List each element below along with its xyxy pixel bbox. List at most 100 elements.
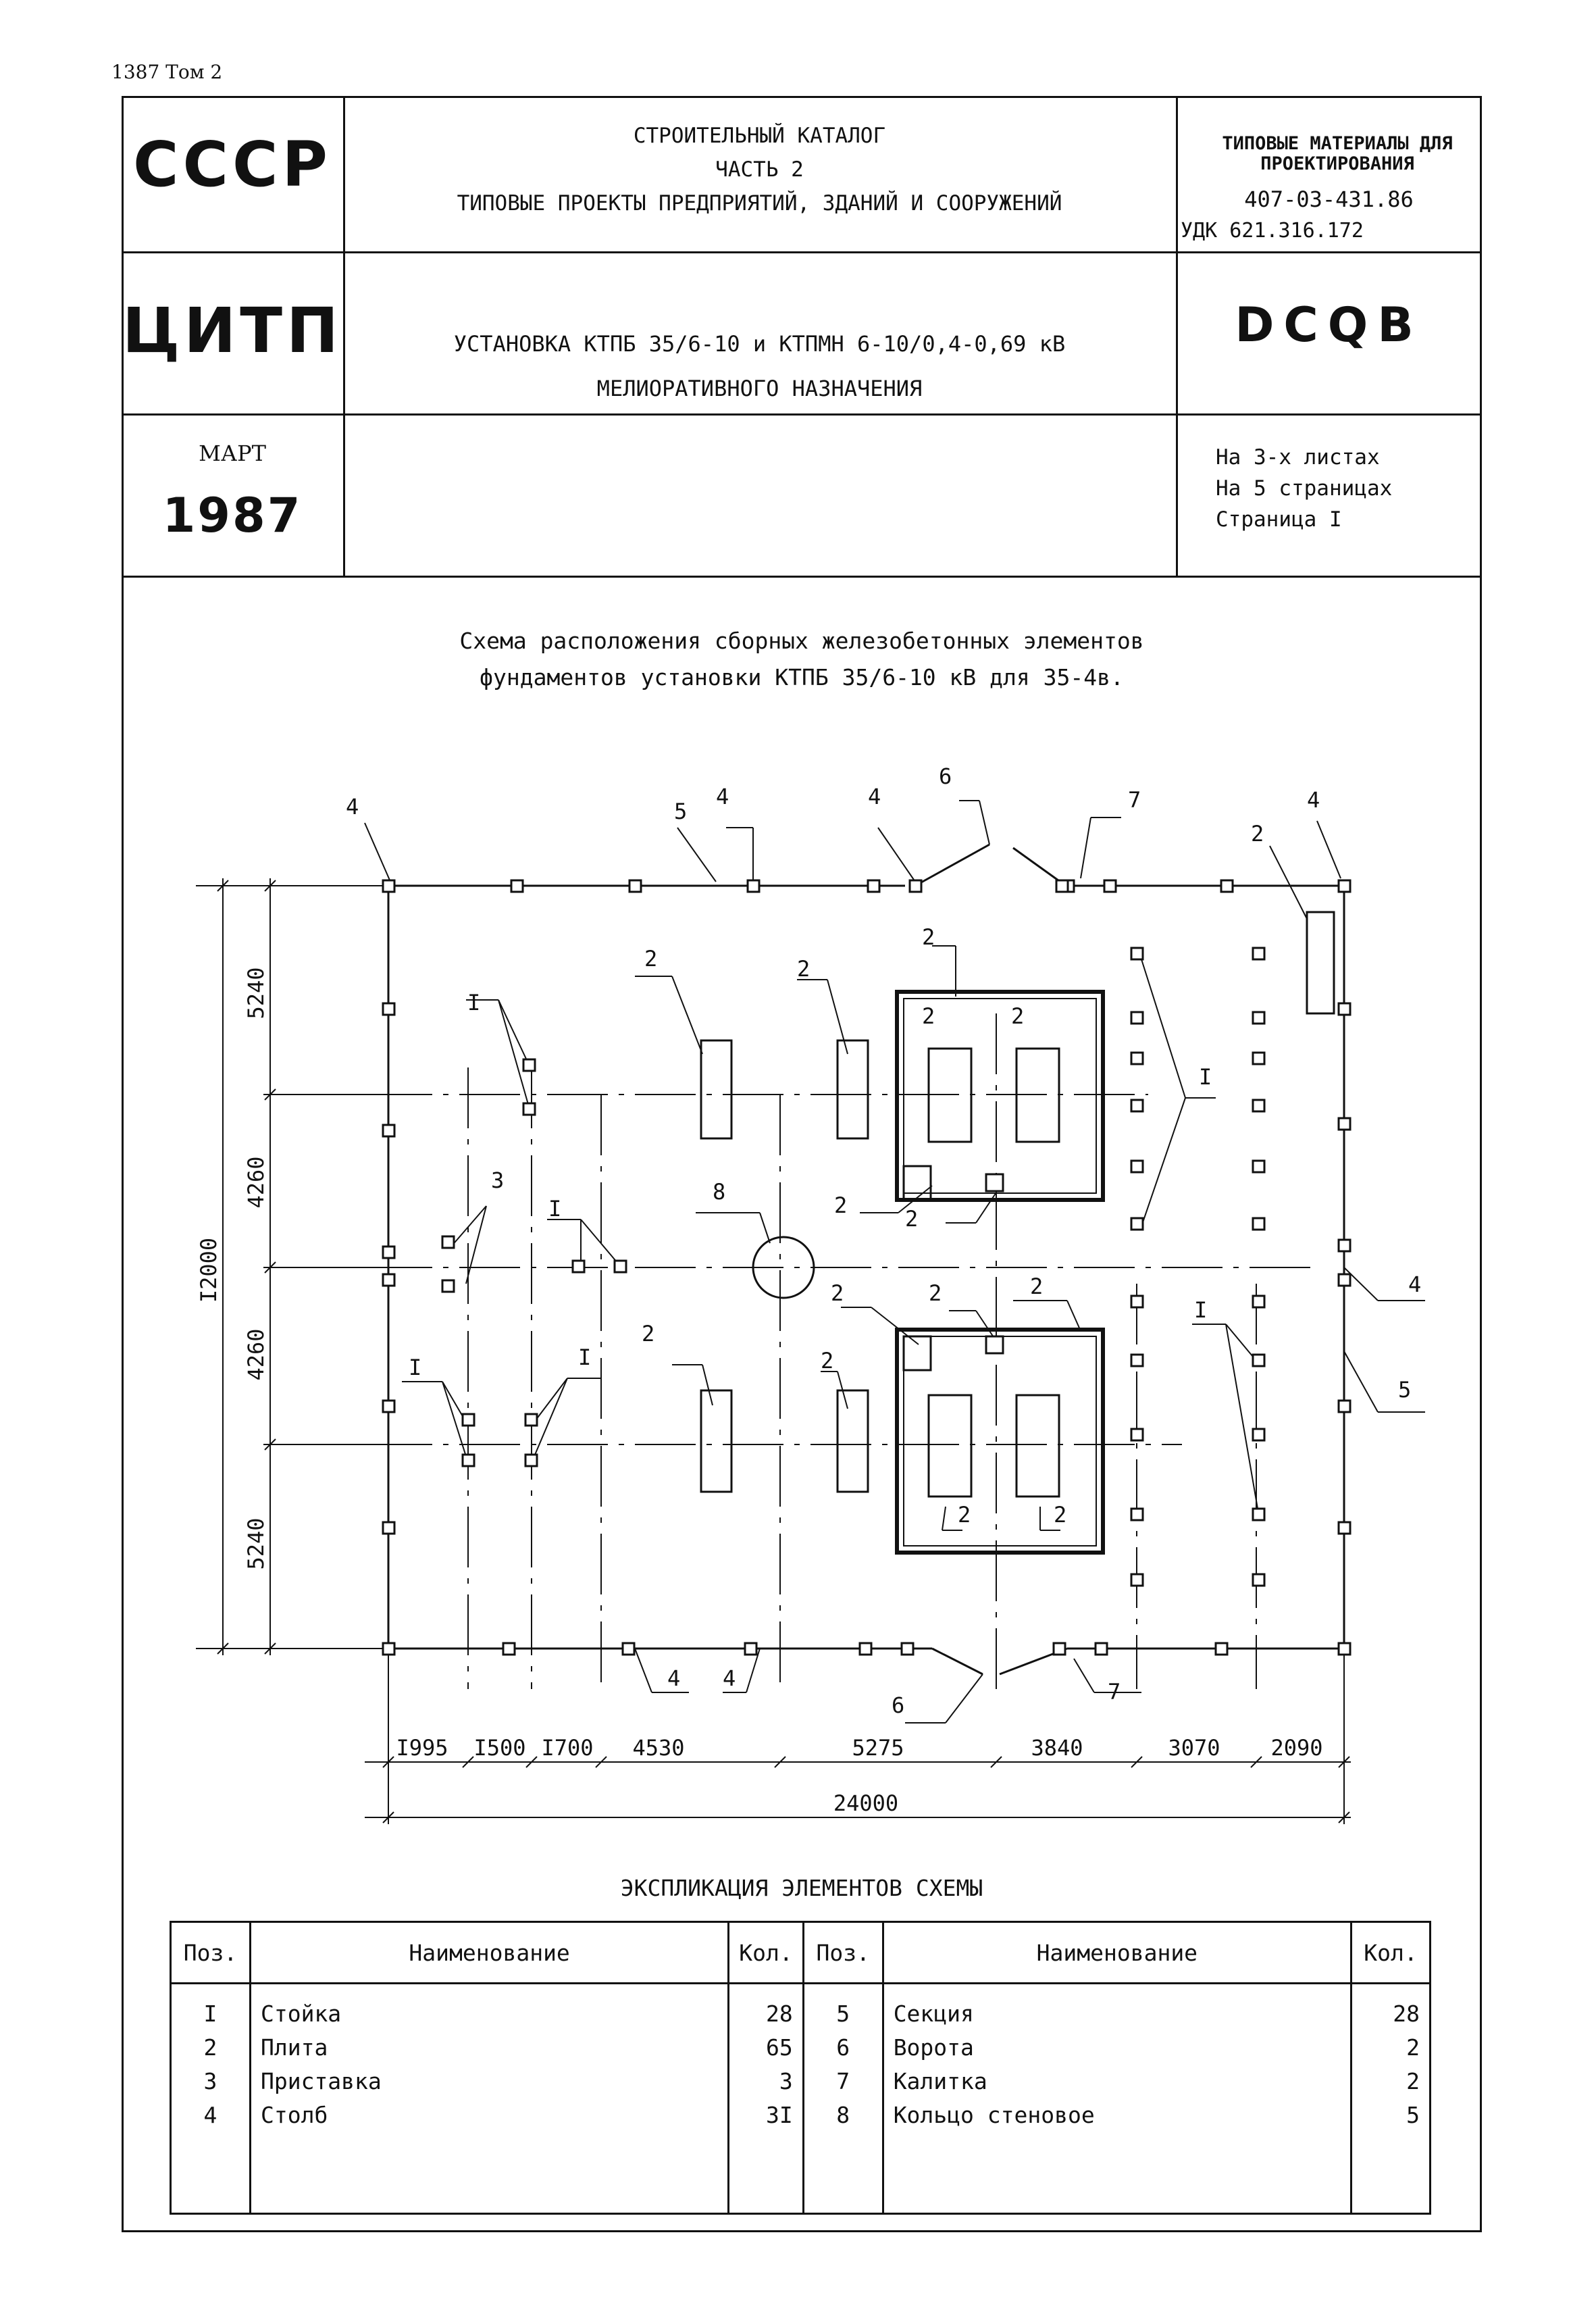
svg-text:4: 4 bbox=[346, 794, 359, 820]
slab bbox=[836, 1039, 869, 1140]
dim-bottom-1: I995 bbox=[396, 1735, 448, 1761]
qty-cell: 5 bbox=[1350, 2098, 1431, 2132]
dim-bottom-6: 3840 bbox=[1031, 1735, 1083, 1761]
svg-text:2: 2 bbox=[922, 1003, 935, 1029]
udk-code: УДК 621.316.172 bbox=[1181, 219, 1364, 243]
corner-note: 1387 Том 2 bbox=[111, 61, 223, 83]
dim-bottom-4: 4530 bbox=[632, 1735, 684, 1761]
name-cell: Столб bbox=[249, 2098, 730, 2132]
scheme-caption-line1: Схема расположения сборных железобетонны… bbox=[459, 628, 1144, 654]
page-number: Страница I bbox=[1216, 507, 1342, 532]
svg-text:4: 4 bbox=[667, 1665, 680, 1691]
qty-cell: 65 bbox=[727, 2030, 804, 2064]
qty-cell: 3I bbox=[727, 2098, 804, 2132]
svg-text:8: 8 bbox=[713, 1179, 725, 1205]
project-title-line2: МЕЛИОРАТИВНОГО НАЗНАЧЕНИЯ bbox=[596, 376, 923, 401]
name-cell: Калитка bbox=[881, 2064, 1353, 2098]
svg-text:2: 2 bbox=[642, 1321, 654, 1347]
catalog-line: ЧАСТЬ 2 bbox=[715, 157, 804, 182]
pos-cell: 2 bbox=[170, 2030, 251, 2064]
header-pos: Поз. bbox=[170, 1921, 251, 1984]
explication-title: ЭКСПЛИКАЦИЯ ЭЛЕМЕНТОВ СХЕМЫ bbox=[620, 1875, 983, 1901]
svg-text:5: 5 bbox=[674, 799, 687, 824]
stamp-divider bbox=[122, 413, 1482, 416]
pos-cell: I bbox=[170, 1983, 251, 2030]
scheme-caption: Схема расположения сборных железобетонны… bbox=[122, 623, 1482, 696]
svg-text:3: 3 bbox=[491, 1167, 504, 1193]
svg-text:4: 4 bbox=[868, 784, 881, 809]
table-header-row: Поз. Наименование Кол. Поз. Наименование… bbox=[170, 1921, 1431, 1984]
table-row: 4 Столб 3I 8 Кольцо стеновое 5 bbox=[170, 2098, 1431, 2132]
name-cell: Приставка bbox=[249, 2064, 730, 2098]
dim-left-3: 4260 bbox=[243, 1328, 269, 1380]
svg-text:6: 6 bbox=[892, 1692, 904, 1718]
slab bbox=[700, 1389, 733, 1493]
svg-text:4: 4 bbox=[1307, 787, 1320, 813]
stamp-divider bbox=[1176, 96, 1178, 576]
project-title: УСТАНОВКА КТПБ 35/6-10 и КТПМН 6-10/0,4-… bbox=[343, 322, 1176, 411]
svg-text:4: 4 bbox=[723, 1665, 736, 1691]
svg-text:4: 4 bbox=[1408, 1272, 1421, 1297]
name-cell: Плита bbox=[249, 2030, 730, 2064]
dim-bottom-3: I700 bbox=[541, 1735, 593, 1761]
doc-number: 407-03-431.86 bbox=[1244, 186, 1414, 212]
doc-code: DCQB bbox=[1235, 297, 1423, 353]
dim-left-4: 5240 bbox=[243, 1517, 269, 1569]
svg-text:2: 2 bbox=[834, 1192, 847, 1218]
dim-left-2: 4260 bbox=[243, 1156, 269, 1208]
table-row: 3 Приставка 3 7 Калитка 2 bbox=[170, 2064, 1431, 2098]
gate-leaf bbox=[915, 843, 990, 887]
citp-label: ЦИТП bbox=[122, 295, 343, 367]
dim-bottom-7: 3070 bbox=[1168, 1735, 1220, 1761]
header-pos: Поз. bbox=[802, 1921, 884, 1984]
explication-table: Поз. Наименование Кол. Поз. Наименование… bbox=[170, 1921, 1431, 2215]
wall-ring bbox=[752, 1236, 815, 1299]
svg-text:I: I bbox=[467, 990, 480, 1015]
svg-text:2: 2 bbox=[958, 1502, 971, 1528]
pos-cell: 6 bbox=[802, 2030, 884, 2064]
dim-bottom-5: 5275 bbox=[852, 1735, 904, 1761]
svg-text:2: 2 bbox=[929, 1280, 942, 1306]
pos-cell: 5 bbox=[802, 1983, 884, 2030]
table-row: I Стойка 28 5 Секция 28 bbox=[170, 1983, 1431, 2030]
dim-bottom-2: I500 bbox=[473, 1735, 525, 1761]
header-name: Наименование bbox=[249, 1921, 730, 1984]
dim-left-1: 5240 bbox=[243, 967, 269, 1019]
pos-cell: 7 bbox=[802, 2064, 884, 2098]
year-label: 1987 bbox=[162, 488, 303, 543]
pages-count: На 5 страницах bbox=[1216, 476, 1393, 501]
ussr-label: СССР bbox=[133, 128, 332, 201]
svg-text:I: I bbox=[548, 1196, 561, 1222]
catalog-line: СТРОИТЕЛЬНЫЙ КАТАЛОГ bbox=[633, 124, 886, 148]
dim-bottom-8: 2090 bbox=[1270, 1735, 1322, 1761]
svg-text:2: 2 bbox=[797, 956, 810, 982]
slab bbox=[927, 1394, 973, 1498]
table-row: 2 Плита 65 6 Ворота 2 bbox=[170, 2030, 1431, 2064]
slab bbox=[700, 1039, 733, 1140]
svg-text:2: 2 bbox=[905, 1206, 918, 1232]
drawing-frame bbox=[122, 96, 1482, 2232]
qty-cell: 28 bbox=[1350, 1983, 1431, 2030]
name-cell: Стойка bbox=[249, 1983, 730, 2030]
stamp-divider bbox=[122, 251, 1482, 253]
pos-cell: 3 bbox=[170, 2064, 251, 2098]
slab bbox=[927, 1047, 973, 1143]
slab bbox=[1015, 1047, 1060, 1143]
svg-text:6: 6 bbox=[939, 763, 952, 789]
name-cell: Ворота bbox=[881, 2030, 1353, 2064]
svg-text:4: 4 bbox=[716, 784, 729, 809]
slab bbox=[836, 1389, 869, 1493]
svg-text:I: I bbox=[1194, 1297, 1207, 1323]
svg-text:2: 2 bbox=[1251, 821, 1264, 847]
slab bbox=[1015, 1394, 1060, 1498]
svg-text:2: 2 bbox=[1054, 1502, 1066, 1528]
header-qty: Кол. bbox=[1350, 1921, 1431, 1984]
stamp-divider bbox=[343, 96, 345, 576]
dim-total: 24000 bbox=[833, 1790, 898, 1816]
header-qty: Кол. bbox=[727, 1921, 804, 1984]
catalog-line: ТИПОВЫЕ ПРОЕКТЫ ПРЕДПРИЯТИЙ, ЗДАНИЙ И СО… bbox=[457, 191, 1062, 216]
svg-text:2: 2 bbox=[644, 946, 657, 972]
typical-materials-label: ТИПОВЫЕ МАТЕРИАЛЫ ДЛЯ ПРОЕКТИРОВАНИЯ bbox=[1222, 133, 1453, 174]
svg-text:7: 7 bbox=[1128, 787, 1141, 813]
